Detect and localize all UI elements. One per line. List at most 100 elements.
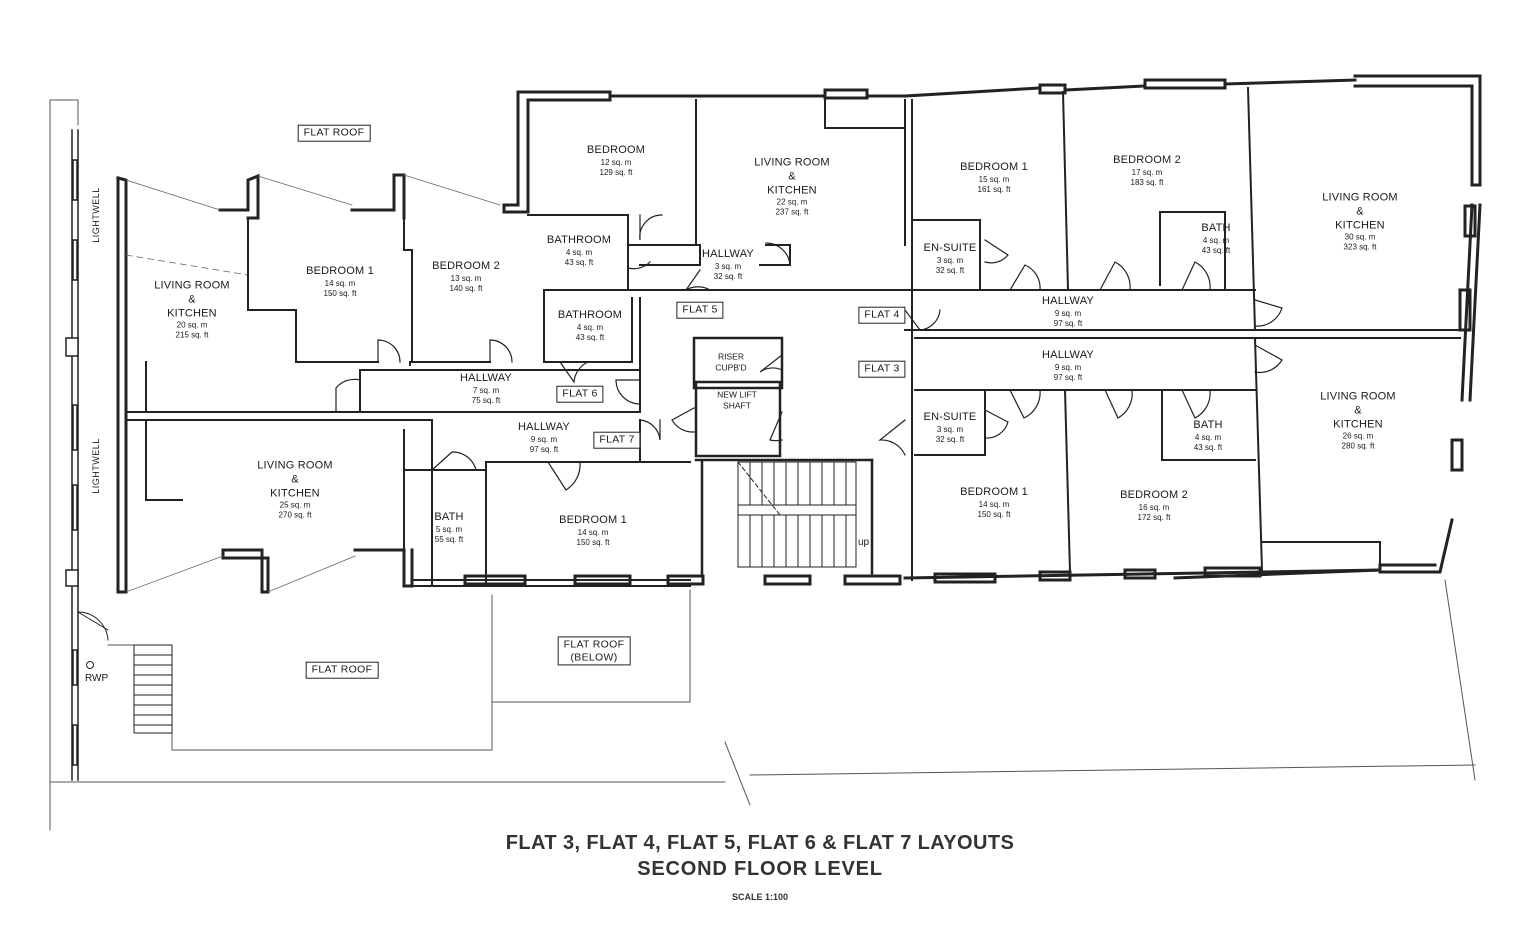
room-name: HALLWAY: [702, 248, 754, 261]
room-f4-bedroom-1: BEDROOM 1 15 sq. m 161 sq. ft: [960, 161, 1028, 195]
room-f5-bathroom: BATHROOM 4 sq. m 43 sq. ft: [547, 234, 611, 268]
room-area-sqft: 43 sq. ft: [1201, 245, 1231, 255]
room-area-sqft: 280 sq. ft: [1341, 441, 1375, 451]
east-wing-walls: [463, 74, 1482, 586]
room-name: BATH: [1201, 222, 1231, 235]
drawing-scale: SCALE 1:100: [731, 892, 789, 902]
flat-roof-below-line1: FLAT ROOF: [563, 638, 625, 651]
door-swings: [335, 214, 1283, 491]
external-stair: [133, 644, 173, 734]
room-area-sqft: 32 sq. ft: [713, 271, 743, 281]
room-area-sqm: 26 sq. m: [1342, 431, 1374, 441]
room-area-sqm: 25 sq. m: [279, 500, 311, 510]
room-f6-bathroom: BATHROOM 4 sq. m 43 sq. ft: [558, 309, 622, 343]
room-f4-ensuite: EN-SUITE 3 sq. m 32 sq. ft: [924, 242, 977, 276]
room-area-sqft: 150 sq. ft: [323, 288, 357, 298]
room-area-sqft: 32 sq. ft: [935, 265, 965, 275]
room-name: LIVING ROOM: [1320, 390, 1396, 403]
room-name: BATH: [434, 511, 464, 524]
room-f6-hallway: HALLWAY 7 sq. m 75 sq. ft: [460, 372, 512, 406]
room-f5-hallway: HALLWAY 3 sq. m 32 sq. ft: [702, 248, 754, 282]
room-area-sqm: 30 sq. m: [1344, 232, 1376, 242]
room-area-sqft: 43 sq. ft: [1193, 442, 1223, 452]
room-f5-living-kitchen: LIVING ROOM & KITCHEN 22 sq. m 237 sq. f…: [754, 156, 830, 217]
room-area-sqft: 129 sq. ft: [599, 167, 633, 177]
room-f4-bath: BATH 4 sq. m 43 sq. ft: [1201, 222, 1230, 256]
riser-label-line2: CUPB'D: [715, 362, 747, 372]
room-name: HALLWAY: [1042, 349, 1094, 362]
room-f3-bath: BATH 4 sq. m 43 sq. ft: [1193, 419, 1222, 453]
flat-roof-label: FLAT ROOF: [305, 661, 379, 679]
room-area-sqm: 9 sq. m: [1054, 362, 1082, 372]
room-area-sqm: 3 sq. m: [936, 424, 964, 434]
room-area-sqm: 4 sq. m: [1202, 235, 1230, 245]
room-area-sqft: 161 sq. ft: [977, 184, 1011, 194]
room-area-sqm: 9 sq. m: [1054, 308, 1082, 318]
flat-4-tag: FLAT 4: [858, 306, 906, 324]
room-name: BATHROOM: [557, 309, 623, 322]
west-wing-glazing: [125, 174, 501, 593]
room-name: BATH: [1193, 419, 1223, 432]
room-f4-bedroom-2: BEDROOM 2 17 sq. m 183 sq. ft: [1113, 154, 1181, 188]
room-area-sqm: 7 sq. m: [472, 385, 500, 395]
flat-7-tag: FLAT 7: [593, 431, 641, 449]
room-area-sqft: 43 sq. ft: [564, 257, 594, 267]
room-f7-bath: BATH 5 sq. m 55 sq. ft: [434, 511, 463, 545]
room-name-2: KITCHEN: [270, 486, 320, 499]
room-area-sqm: 4 sq. m: [1194, 432, 1222, 442]
room-f3-bedroom-1: BEDROOM 1 14 sq. m 150 sq. ft: [960, 486, 1028, 520]
room-area-sqm: 4 sq. m: [565, 247, 593, 257]
room-area-sqft: 97 sq. ft: [1053, 372, 1083, 382]
room-area-sqm: 15 sq. m: [978, 174, 1010, 184]
room-name: BEDROOM 2: [1120, 489, 1188, 502]
room-area-sqft: 172 sq. ft: [1137, 512, 1171, 522]
room-area-sqft: 323 sq. ft: [1343, 242, 1377, 252]
room-area-sqm: 9 sq. m: [530, 434, 558, 444]
room-name-amp: &: [188, 293, 196, 306]
room-f4-hallway: HALLWAY 9 sq. m 97 sq. ft: [1042, 295, 1094, 329]
room-area-sqm: 12 sq. m: [600, 157, 632, 167]
lightwell-wall: [65, 129, 79, 781]
core: [692, 336, 874, 577]
room-area-sqm: 3 sq. m: [714, 261, 742, 271]
west-wing-walls: [116, 173, 414, 594]
room-f7-hallway: HALLWAY 9 sq. m 97 sq. ft: [518, 421, 570, 455]
flat-3-tag: FLAT 3: [858, 360, 906, 378]
room-area-sqft: 140 sq. ft: [449, 283, 483, 293]
room-name-amp: &: [788, 170, 796, 183]
flat-roof-label: FLAT ROOF: [297, 124, 371, 142]
lift-shaft-label: NEW LIFT SHAFT: [717, 389, 757, 410]
room-name-2: KITCHEN: [1335, 218, 1385, 231]
room-name-amp: &: [1356, 205, 1364, 218]
room-name: BEDROOM 2: [432, 260, 500, 273]
room-area-sqft: 97 sq. ft: [1053, 318, 1083, 328]
room-f3-bedroom-2: BEDROOM 2 16 sq. m 172 sq. ft: [1120, 489, 1188, 523]
room-name-amp: &: [1354, 404, 1362, 417]
flat5-walls: [502, 88, 907, 214]
room-area-sqft: 237 sq. ft: [775, 207, 809, 217]
room-name: LIVING ROOM: [257, 459, 333, 472]
flat-6-tag: FLAT 6: [556, 385, 604, 403]
room-name-2: KITCHEN: [767, 183, 817, 196]
room-f3-living-kitchen: LIVING ROOM & KITCHEN 26 sq. m 280 sq. f…: [1320, 390, 1396, 451]
room-name-2: KITCHEN: [1333, 417, 1383, 430]
room-f7-bedroom-1: BEDROOM 1 14 sq. m 150 sq. ft: [559, 514, 627, 548]
room-name: EN-SUITE: [923, 411, 977, 424]
rwp-label: RWP: [85, 673, 109, 684]
flat-roof-below-label: FLAT ROOF (BELOW): [557, 636, 631, 666]
room-area-sqft: 215 sq. ft: [175, 330, 209, 340]
room-name: BEDROOM 1: [960, 161, 1028, 174]
room-name: BEDROOM 1: [306, 265, 374, 278]
room-name-2: KITCHEN: [167, 306, 217, 319]
room-name: LIVING ROOM: [754, 156, 830, 169]
drawing-subtitle: SECOND FLOOR LEVEL: [637, 858, 883, 880]
lightwell-label: LIGHTWELL: [91, 438, 101, 494]
room-name: BEDROOM: [586, 144, 646, 157]
stair: [737, 461, 857, 568]
room-area-sqm: 4 sq. m: [576, 322, 604, 332]
room-name: BEDROOM 2: [1113, 154, 1181, 167]
room-f4-living-kitchen: LIVING ROOM & KITCHEN 30 sq. m 323 sq. f…: [1322, 191, 1398, 252]
room-area-sqft: 150 sq. ft: [977, 509, 1011, 519]
flat-5-tag: FLAT 5: [676, 301, 724, 319]
room-f5-bedroom: BEDROOM 12 sq. m 129 sq. ft: [587, 144, 645, 178]
